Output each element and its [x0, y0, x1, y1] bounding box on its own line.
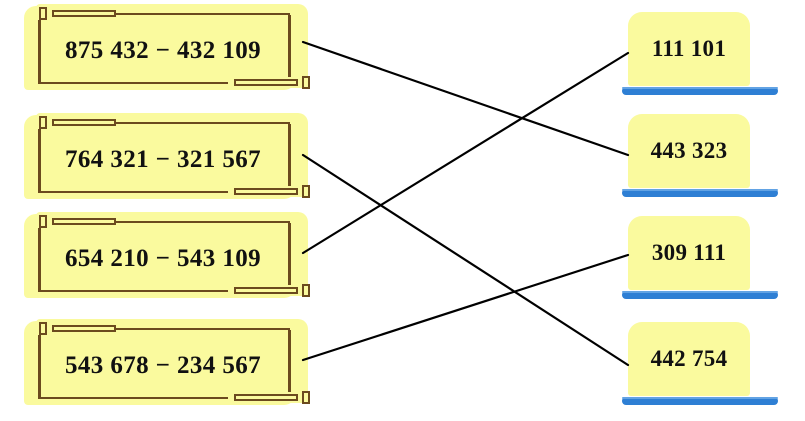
card-background-overlap	[36, 319, 308, 403]
frame-bottom-right-bar-icon	[234, 394, 298, 401]
frame-top-left-bar-icon	[52, 10, 116, 17]
answer-text: 443 323	[650, 138, 728, 163]
answer-card[interactable]: 309 111	[622, 216, 778, 304]
frame-left-edge	[38, 129, 41, 191]
answer-underline	[622, 189, 778, 197]
frame-right-edge	[288, 330, 291, 392]
frame-bottom-right-square-icon	[302, 284, 310, 297]
frame-top-left-square-icon	[39, 215, 47, 228]
frame-right-edge	[288, 15, 291, 77]
connector-line[interactable]	[301, 51, 630, 255]
frame-top-edge	[86, 13, 290, 15]
frame-bottom-right-square-icon	[302, 76, 310, 89]
expression-card[interactable]: 875 432 − 432 109	[22, 4, 310, 92]
card-background-overlap	[36, 113, 308, 197]
frame-top-left-bar-icon	[52, 218, 116, 225]
card-background	[628, 12, 750, 86]
frame-top-left-square-icon	[39, 322, 47, 335]
answer-underline-highlight	[622, 397, 778, 399]
frame-right-edge	[288, 223, 291, 285]
answer-underline	[622, 397, 778, 405]
answer-underline-highlight	[622, 189, 778, 191]
frame-bottom-right-bar-icon	[234, 188, 298, 195]
answer-text: 309 111	[651, 240, 727, 265]
frame-bottom-right-square-icon	[302, 185, 310, 198]
expression-text: 543 678 − 234 567	[64, 352, 262, 379]
answer-text: 442 754	[650, 346, 728, 371]
frame-top-left-bar-icon	[52, 325, 116, 332]
expression-text: 654 210 − 543 109	[64, 245, 262, 272]
frame-bottom-edge	[38, 290, 228, 292]
answer-card[interactable]: 442 754	[622, 322, 778, 410]
frame-bottom-right-bar-icon	[234, 79, 298, 86]
expression-card[interactable]: 654 210 − 543 109	[22, 212, 310, 300]
frame-top-left-bar-icon	[52, 119, 116, 126]
frame-top-edge	[86, 122, 290, 124]
connector-line[interactable]	[301, 153, 630, 367]
answer-card[interactable]: 443 323	[622, 114, 778, 202]
frame-bottom-right-square-icon	[302, 391, 310, 404]
expression-card[interactable]: 764 321 − 321 567	[22, 113, 310, 201]
card-background-overlap	[36, 212, 308, 296]
frame-left-edge	[38, 335, 41, 397]
frame-top-edge	[86, 221, 290, 223]
answer-text: 111 101	[651, 36, 727, 61]
connector-line[interactable]	[301, 253, 630, 362]
frame-left-edge	[38, 20, 41, 82]
card-background	[628, 114, 750, 188]
card-background	[628, 322, 750, 396]
frame-top-left-square-icon	[39, 7, 47, 20]
answer-underline-highlight	[622, 87, 778, 89]
answer-underline	[622, 291, 778, 299]
frame-bottom-edge	[38, 397, 228, 399]
answer-underline	[622, 87, 778, 95]
answer-underline-highlight	[622, 291, 778, 293]
frame-bottom-edge	[38, 191, 228, 193]
connector-line[interactable]	[301, 40, 630, 157]
expression-text: 764 321 − 321 567	[64, 146, 262, 173]
card-background	[628, 216, 750, 290]
frame-bottom-right-bar-icon	[234, 287, 298, 294]
frame-right-edge	[288, 124, 291, 186]
expression-text: 875 432 − 432 109	[64, 37, 262, 64]
card-background-overlap	[36, 4, 308, 88]
frame-top-edge	[86, 328, 290, 330]
expression-card[interactable]: 543 678 − 234 567	[22, 319, 310, 407]
frame-bottom-edge	[38, 82, 228, 84]
frame-top-left-square-icon	[39, 116, 47, 129]
answer-card[interactable]: 111 101	[622, 12, 778, 100]
frame-left-edge	[38, 228, 41, 290]
